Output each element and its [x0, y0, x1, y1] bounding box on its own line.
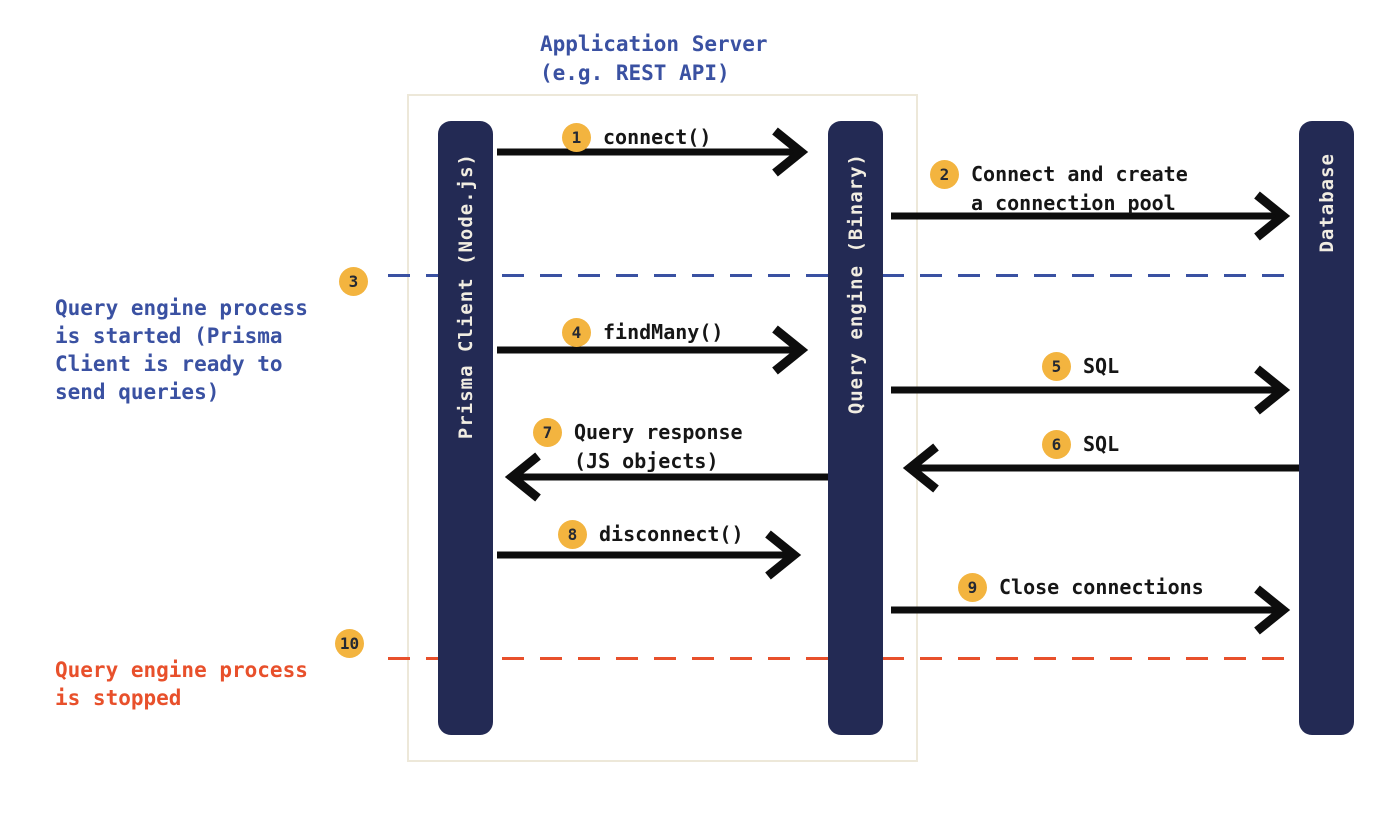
step-8-badge: 8	[558, 520, 587, 549]
arrow-step-8-disconnect	[497, 530, 802, 580]
step-2-badge: 2	[930, 160, 959, 189]
lifeline-database: Database	[1299, 121, 1354, 735]
arrow-step-7-query-response	[504, 452, 828, 502]
step-7-query-response: 7 Query response (JS objects)	[533, 418, 743, 476]
step-7-badge: 7	[533, 418, 562, 447]
step-9-label: Close connections	[999, 575, 1204, 599]
step-4-label: findMany()	[603, 320, 724, 344]
arrow-step-6-sql-response	[902, 443, 1299, 493]
step-9-close-connections: 9 Close connections	[958, 573, 1204, 602]
annotation-engine-stopped-text: Query engine process is stopped	[55, 658, 308, 710]
step-5-badge: 5	[1042, 352, 1071, 381]
annotation-engine-started-text: Query engine process is started (Prisma …	[55, 296, 308, 404]
step-6-sql: 6 SQL	[1042, 430, 1119, 459]
arrow-step-4-findmany	[497, 325, 809, 375]
step-3-badge: 3	[339, 267, 368, 296]
application-server-title: Application Server (e.g. REST API)	[540, 32, 768, 85]
step-5-label: SQL	[1083, 354, 1120, 378]
arrow-step-5-sql	[891, 365, 1291, 415]
lifeline-query-engine: Query engine (Binary)	[828, 121, 883, 735]
lifeline-prisma-client-label: Prisma Client (Node.js)	[454, 153, 477, 440]
step-1-connect: 1 connect()	[562, 123, 711, 152]
step-1-label: connect()	[603, 125, 712, 149]
step-9-badge: 9	[958, 573, 987, 602]
annotation-engine-started: Query engine process is started (Prisma …	[55, 266, 368, 434]
step-7-label: Query response (JS objects)	[574, 420, 743, 473]
step-6-badge: 6	[1042, 430, 1071, 459]
step-8-label: disconnect()	[599, 522, 744, 546]
arrow-step-2-create-pool	[891, 191, 1291, 241]
step-10-badge: 10	[335, 629, 364, 658]
step-2-create-pool: 2 Connect and create a connection pool	[930, 160, 1188, 218]
lifeline-prisma-client: Prisma Client (Node.js)	[438, 121, 493, 735]
step-4-badge: 4	[562, 318, 591, 347]
lifeline-query-engine-label: Query engine (Binary)	[844, 153, 867, 415]
application-server-box	[407, 94, 918, 762]
step-2-label: Connect and create a connection pool	[971, 162, 1188, 215]
step-4-findmany: 4 findMany()	[562, 318, 723, 347]
step-1-badge: 1	[562, 123, 591, 152]
step-6-label: SQL	[1083, 432, 1120, 456]
arrow-step-1-connect	[497, 127, 809, 177]
step-8-disconnect: 8 disconnect()	[558, 520, 744, 549]
lifeline-database-label: Database	[1315, 153, 1338, 253]
arrow-step-9-close-connections	[891, 585, 1291, 635]
annotation-engine-stopped: Query engine process is stopped 10	[55, 628, 364, 740]
step-5-sql: 5 SQL	[1042, 352, 1119, 381]
